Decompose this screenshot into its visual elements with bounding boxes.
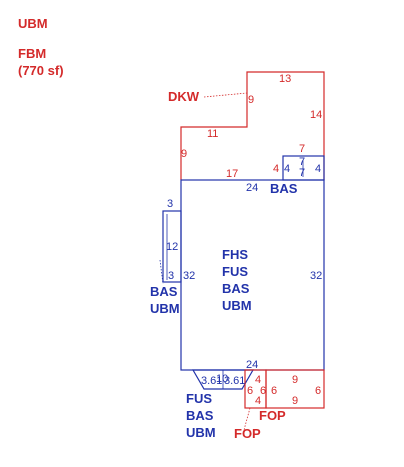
dim-7-upper: 7 [299,143,305,155]
label-center-ubm: UBM [222,298,252,313]
label-center-fus: FUS [222,264,248,279]
dim-13: 13 [279,73,291,85]
dim-4-bas: 4 [284,163,290,175]
fop-leader [243,407,251,431]
dim-4-porch-top: 4 [255,374,261,386]
dim-3-top: 3 [167,198,173,210]
dim-24-top: 24 [246,182,258,194]
dim-7-bas-a: 7 [299,156,305,168]
dim-6-porch-b: 6 [260,385,266,397]
header-fbm: FBM [18,46,47,61]
porch-right [265,369,325,409]
label-dkw: DKW [168,89,200,104]
dim-12: 12 [166,241,178,253]
header-area: (770 sf) [18,63,64,78]
main-building [180,179,325,371]
dim-9-porch-bottom: 9 [292,395,298,407]
label-bottom-bas: BAS [186,408,214,423]
dim-6-porch-right: 6 [315,385,321,397]
label-fop-right: FOP [259,408,286,423]
dim-4-porch-bottom: 4 [255,395,261,407]
dim-7-bas-b: 7 [299,167,305,179]
dim-3-bottom: 3 [168,270,174,282]
label-left-bas: BAS [150,284,178,299]
dim-10: 10 [216,373,228,385]
dim-6-porch-c: 6 [271,385,277,397]
left-leader [159,259,164,285]
dim-6-porch-a: 6 [247,385,253,397]
left-bump [162,210,182,283]
dim-4-red: 4 [273,163,279,175]
label-fop-left: FOP [234,426,261,441]
label-bas-top: BAS [270,181,298,196]
dim-9-porch-top: 9 [292,374,298,386]
dim-24-bottom: 24 [246,359,258,371]
label-bottom-fus: FUS [186,391,212,406]
label-center-bas: BAS [222,281,250,296]
dim-14: 14 [310,109,322,121]
dim-32-left: 32 [183,270,195,282]
header-ubm: UBM [18,16,48,31]
label-bottom-ubm: UBM [186,425,216,440]
dim-11: 11 [207,128,218,140]
dim-9-upper: 9 [248,94,254,106]
dkw-leader [203,92,248,98]
dim-17: 17 [226,168,238,180]
dim-32-right: 32 [310,270,322,282]
bottom-bay [191,369,255,390]
dim-3.61-right: 3.61 [224,375,245,387]
dim-9-left: 9 [181,148,187,160]
label-center-fhs: FHS [222,247,248,262]
label-left-ubm: UBM [150,301,180,316]
dim-4-bas-right: 4 [315,163,321,175]
deck-outline [180,71,325,180]
dim-3.61-left: 3.61 [201,375,222,387]
